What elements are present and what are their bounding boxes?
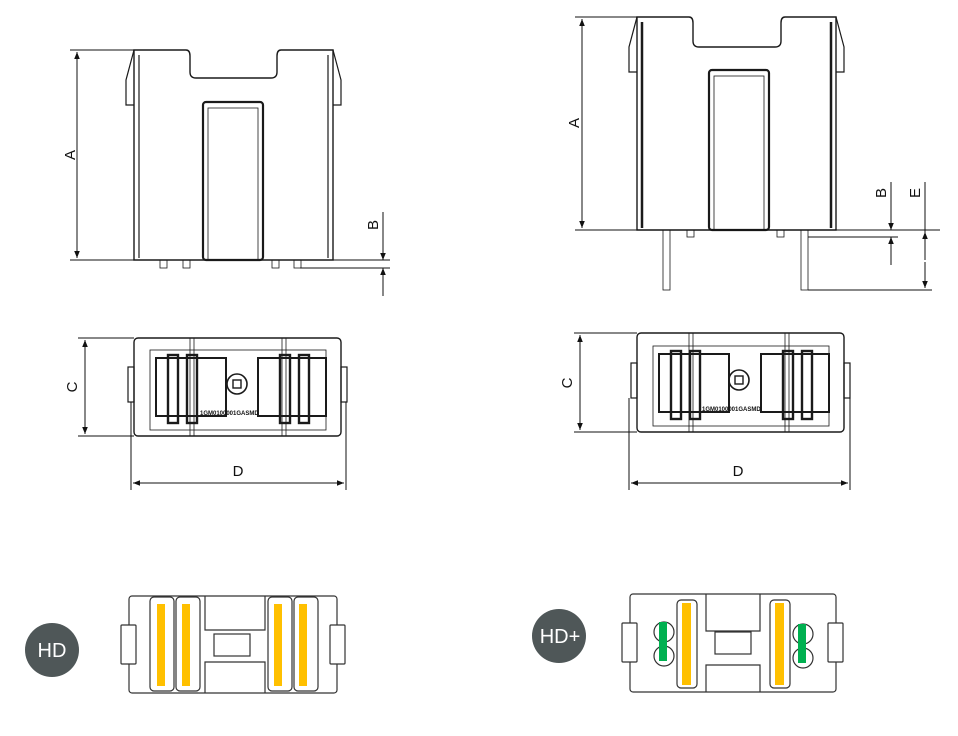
dimension-e: E [808,182,932,291]
dimension-c: C [559,332,637,433]
dimension-d-label: D [733,463,744,480]
dimension-a-label: A [566,118,583,128]
hd-badge [25,623,79,677]
pad-green [659,622,667,661]
hd-top-view: 1GM0100001GASMD C D [64,337,348,490]
hd-plus-front-view: A B E [566,16,940,291]
hd-plus-pins [662,229,809,291]
dimension-c: C [64,337,134,437]
dimension-b: B [808,182,898,265]
dimension-c-label: C [64,381,81,392]
pad-green [798,624,806,663]
dimension-b: B [300,212,390,296]
hd-badge-label: HD [38,640,67,662]
hd-plus-badge-label: HD+ [540,626,581,648]
pad-yellow [682,603,691,685]
dimension-c-label: C [559,377,576,388]
hd-plus-footprint: HD+ [532,593,844,693]
part-marking: 1GM0100001GASMD [200,411,259,417]
hd-pins [159,259,302,269]
dimension-d: D [628,398,851,490]
dimension-e-label: E [907,188,924,198]
pad-yellow [274,604,282,686]
hd-front-view: A B [62,49,390,296]
dimension-a-label: A [62,150,79,160]
hd-plus-badge [532,609,586,663]
hd-plus-top-view: 1GM0100001GASMD C D [559,332,851,490]
pad-yellow [775,603,784,685]
dimension-a: A [566,16,940,231]
hd-footprint: HD [25,595,346,694]
dimension-b-label: B [365,220,382,230]
dimension-d: D [130,402,347,490]
dimension-a: A [62,49,134,261]
part-marking: 1GM0100001GASMD [702,407,761,413]
pad-yellow [182,604,190,686]
dimension-d-label: D [233,463,244,480]
dimension-b-label: B [873,188,890,198]
pad-yellow [157,604,165,686]
pad-yellow [299,604,307,686]
